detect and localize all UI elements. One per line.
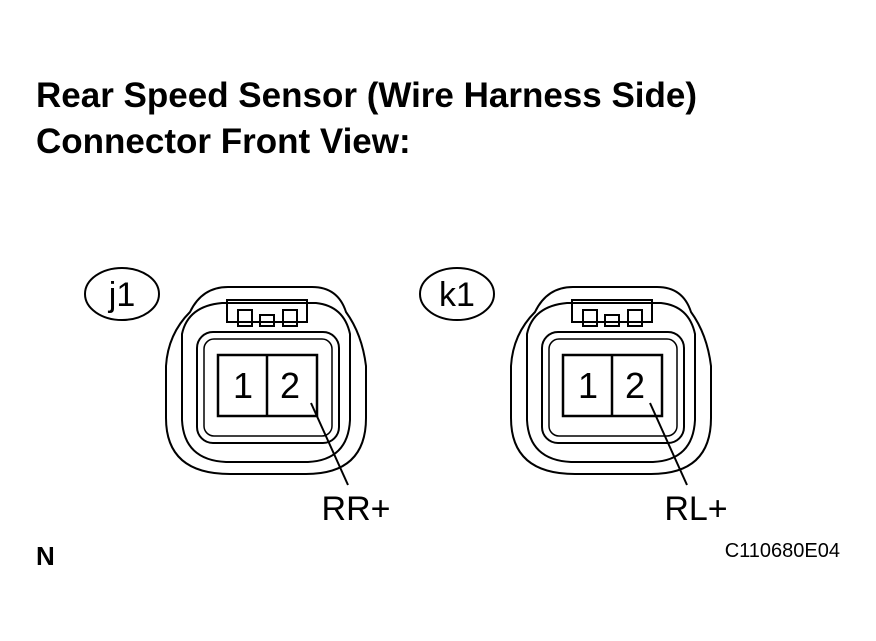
- connector-housing-outer: [165, 286, 367, 475]
- connector-lock-tab: [571, 299, 653, 323]
- pin-2-wire-label: RR+: [322, 490, 391, 528]
- connector-housing-inner: [181, 302, 351, 463]
- title-line-1: Rear Speed Sensor (Wire Harness Side): [36, 76, 697, 115]
- pin-2-number: 2: [280, 365, 300, 406]
- connector-lock-tab-slot: [627, 309, 643, 327]
- connector-housing-outer: [510, 286, 712, 475]
- footer-left-label: N: [36, 541, 55, 571]
- connector-k1: k1 1 2 RL+: [419, 267, 728, 528]
- figure-code: C110680E04: [725, 540, 840, 562]
- pin-1-number: 1: [233, 365, 253, 406]
- connector-cavity-frame: [196, 331, 340, 444]
- connector-id-bubble: [84, 267, 160, 321]
- pin-2-leader-line: [649, 402, 688, 486]
- pin-2-number: 2: [625, 365, 645, 406]
- title-line-2: Connector Front View:: [36, 122, 411, 161]
- connector-id-label: k1: [439, 276, 475, 314]
- connector-id-bubble: [419, 267, 495, 321]
- pin-2-wire-label: RL+: [664, 490, 727, 528]
- connector-lock-tab-slot: [582, 309, 598, 327]
- connector-housing-inner: [526, 302, 696, 463]
- connector-lock-tab-slot: [604, 314, 620, 327]
- connector-lock-tab: [226, 299, 308, 323]
- connector-lock-tab-slot: [237, 309, 253, 327]
- pin-1-number: 1: [578, 365, 598, 406]
- connector-j1: j1 1 2 RR+: [84, 267, 391, 528]
- connector-lock-tab-slot: [259, 314, 275, 327]
- connector-cavity-frame-inner: [548, 338, 678, 437]
- connector-cavity-frame-inner: [203, 338, 333, 437]
- connector-lock-tab-slot: [282, 309, 298, 327]
- connector-id-label: j1: [108, 276, 135, 314]
- connector-cavity-frame: [541, 331, 685, 444]
- pin-2-leader-line: [310, 402, 349, 486]
